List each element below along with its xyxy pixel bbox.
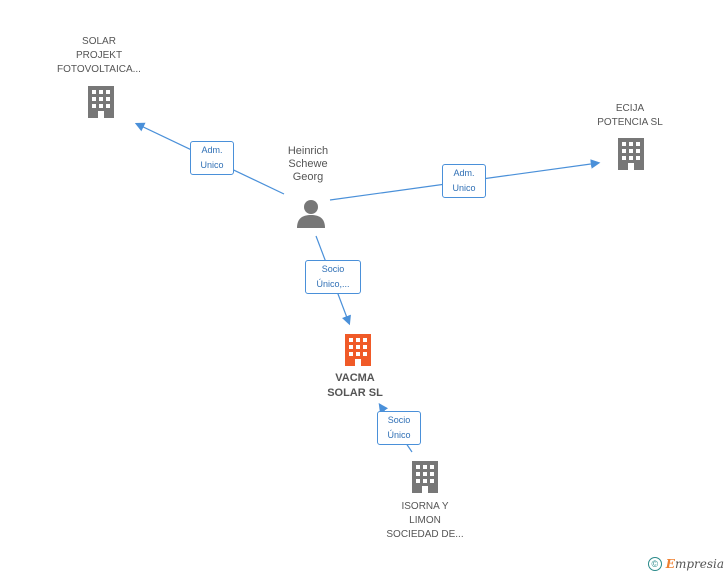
edge-label-line: Adm. [201, 145, 223, 155]
node-line: SOLAR SL [327, 387, 383, 399]
edge-label-line: Socio [321, 264, 345, 274]
node-line: Georg [292, 171, 324, 183]
node-label-solar-projekt[interactable]: SOLAR PROJEKT FOTOVOLTAICA... [44, 35, 154, 77]
node-line: FOTOVOLTAICA... [57, 64, 141, 75]
node-line: LIMON [409, 515, 441, 526]
brand-logo: Empresia [666, 557, 724, 571]
person-icon[interactable] [295, 198, 327, 228]
copyright-icon: © [647, 557, 662, 571]
node-line: Schewe [288, 158, 328, 170]
node-line: SOLAR [82, 36, 116, 47]
building-icon-solar-projekt[interactable] [85, 84, 117, 120]
edge-label-line: Unico [452, 183, 476, 193]
building-icon-isorna[interactable] [409, 459, 441, 495]
edge-label-line: Único [387, 430, 411, 440]
node-label-isorna[interactable]: ISORNA Y LIMON SOCIEDAD DE... [370, 500, 480, 542]
edge-label-to-isorna[interactable]: Socio Único [377, 411, 421, 445]
edge-label-line: Único,... [316, 279, 350, 289]
brand-rest: mpresia [674, 557, 724, 571]
node-line: PROJEKT [75, 50, 123, 61]
node-line: POTENCIA SL [597, 117, 663, 128]
node-label-ecija[interactable]: ECIJA POTENCIA SL [580, 102, 680, 130]
node-label-vacma[interactable]: VACMA SOLAR SL [305, 371, 405, 401]
brand-initial: E [665, 557, 675, 571]
building-icon-ecija[interactable] [615, 136, 647, 172]
node-line: ECIJA [615, 103, 645, 114]
edge-label-line: Adm. [453, 168, 475, 178]
footer-brand: © Empresia [647, 557, 724, 571]
node-label-person[interactable]: Heinrich Schewe Georg [266, 145, 350, 184]
node-line: SOCIEDAD DE... [386, 529, 464, 540]
edge-label-to-ecija[interactable]: Adm. Unico [442, 164, 486, 198]
edge-label-line: Unico [200, 160, 224, 170]
edge-label-to-solar[interactable]: Adm. Unico [190, 141, 234, 175]
node-line: Heinrich [287, 145, 329, 157]
edge-label-line: Socio [387, 415, 411, 425]
node-line: ISORNA Y [401, 501, 449, 512]
edge-label-to-vacma[interactable]: Socio Único,... [305, 260, 361, 294]
node-line: VACMA [335, 372, 375, 384]
building-icon-vacma[interactable] [342, 332, 374, 368]
